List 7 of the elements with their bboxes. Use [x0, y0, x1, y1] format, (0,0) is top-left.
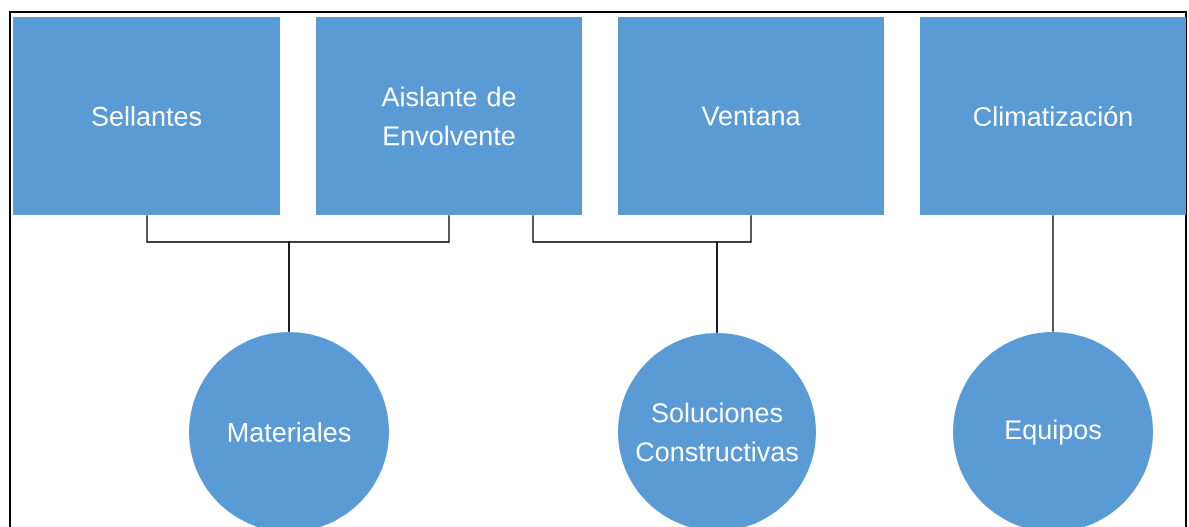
connector: [1052, 214, 1054, 333]
process-box: Aislante de Envolvente: [316, 17, 582, 215]
connector: [716, 214, 752, 334]
process-box: Ventana: [618, 17, 884, 215]
process-box: Climatización: [920, 17, 1186, 215]
process-box: Sellantes: [13, 17, 280, 215]
connector: [288, 214, 450, 333]
